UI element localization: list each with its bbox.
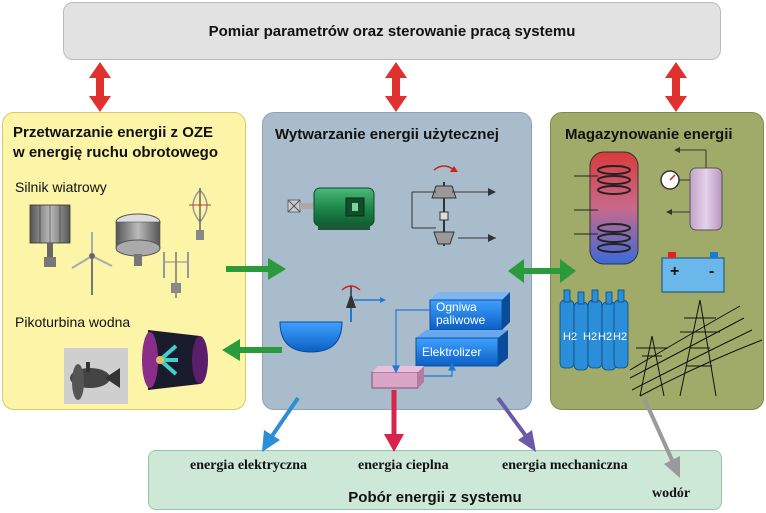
fuel-cell-block (429, 292, 510, 331)
turbine-shaft-icon (411, 165, 496, 246)
output-heat-label: energia cieplna (358, 458, 449, 473)
water-turbine-icon (279, 285, 386, 353)
battery-plus-label: + (670, 263, 679, 280)
production-panel-title: Wytwarzanie energii użytecznej (275, 126, 499, 143)
control-arrow-right (665, 62, 687, 112)
energy-output-panel: Pobór energii z systemu (148, 450, 722, 510)
hydrogen-cylinders-icon (559, 289, 629, 371)
green-arrow-to-left (222, 339, 282, 361)
h2-label-4: H2 (613, 331, 627, 343)
h2-label-2: H2 (583, 331, 597, 343)
fuel-cell-label-line1: Ogniwa (436, 300, 477, 314)
oze-panel-title-line1: Przetwarzanie energii z OZE (13, 124, 214, 141)
battery-minus-label: - (709, 263, 714, 280)
hydrogen-output-arrow (642, 397, 680, 478)
wind-turbines-icon (29, 188, 211, 298)
electrolyzer-block (415, 330, 508, 367)
control-arrow-middle (385, 62, 407, 112)
control-panel: Pomiar parametrów oraz sterowanie pracą … (63, 2, 721, 60)
boiler-icon (574, 151, 639, 265)
mechanical-output-arrow (496, 396, 536, 452)
control-panel-title: Pomiar parametrów oraz sterowanie pracą … (208, 23, 576, 40)
output-electric-label: energia elektryczna (190, 458, 308, 473)
storage-panel-title: Magazynowanie energii (565, 126, 733, 143)
heat-output-arrow (384, 390, 404, 452)
h2-label-1: H2 (563, 331, 577, 343)
battery-icon (661, 252, 725, 293)
output-panel-title: Pobór energii z systemu (348, 489, 522, 506)
output-mechanical-label: energia mechaniczna (502, 458, 628, 473)
power-grid-icon (629, 299, 763, 397)
electric-output-arrow (262, 396, 300, 452)
green-double-arrow (508, 259, 576, 283)
fuel-cell-label-line2: paliwowe (436, 313, 486, 327)
pico-turbine-label: Pikoturbina wodna (15, 314, 131, 330)
output-hydrogen-label: wodór (652, 486, 691, 501)
pico-turbine-icon (64, 330, 208, 404)
heat-exchanger-block (371, 366, 424, 389)
h2-labels: H2 H2 H2 H2 (563, 331, 627, 343)
h2-label-3: H2 (598, 331, 612, 343)
oze-panel-title-line2: w energię ruchu obrotowego (13, 144, 219, 161)
wind-turbine-label: Silnik wiatrowy (15, 179, 107, 195)
flow-lines (392, 309, 456, 377)
control-arrow-left (89, 62, 111, 112)
electrolyzer-label: Elektrolizer (422, 345, 482, 359)
green-arrow-to-middle (226, 258, 286, 280)
hydrogen-tank-icon (660, 147, 723, 231)
electric-motor-icon (287, 187, 375, 230)
